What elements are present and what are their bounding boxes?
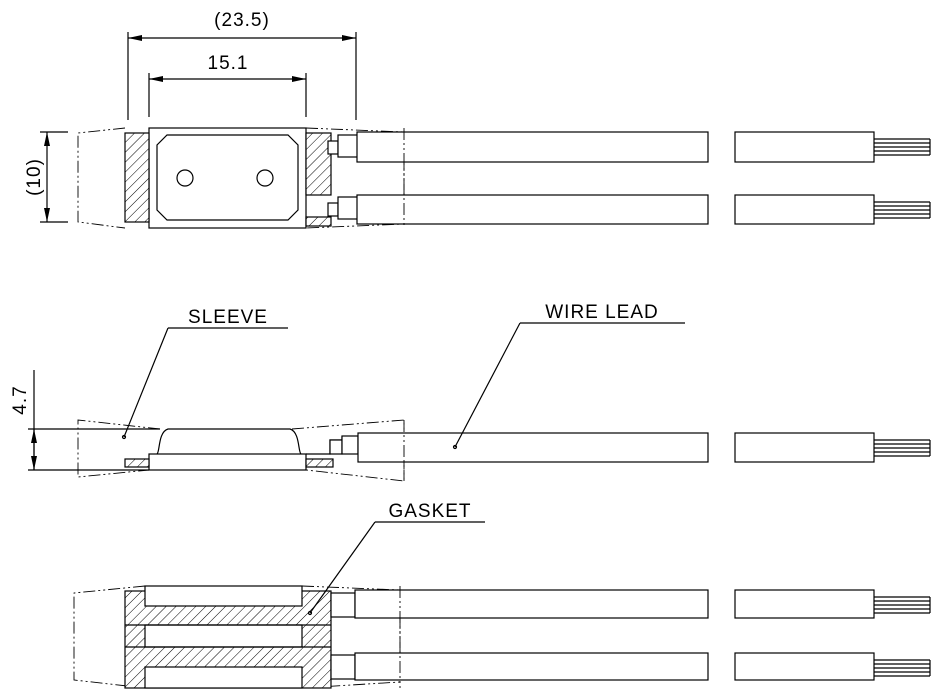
wire-lead-section-lower: [354, 652, 709, 681]
wire-lead-section-upper: [354, 589, 709, 619]
sleeve-label: SLEEVE: [188, 307, 268, 328]
sleeve-callout: SLEEVE: [121, 307, 288, 440]
wire-lead-label: WIRE LEAD: [545, 302, 659, 323]
thermostat-body: [148, 127, 307, 229]
top-view: (23.5) 15.1 (10): [24, 10, 931, 229]
sleeve-hatch: [124, 132, 150, 223]
dimension-overall-length: (23.5): [127, 10, 357, 120]
wire-lead-upper: [327, 131, 931, 163]
dimension-body-length: 15.1: [148, 53, 307, 117]
gasket-callout: GASKET: [307, 501, 485, 616]
wire-lead-callout: WIRE LEAD: [452, 302, 685, 450]
side-view: 4.7 SLEEVE WIRE LEAD: [10, 302, 931, 482]
section-view: GASKET: [73, 501, 931, 689]
wire-lead-lower: [327, 194, 931, 225]
gasket-label: GASKET: [388, 501, 471, 522]
dimension-text: 4.7: [10, 385, 31, 414]
dimension-height: 4.7: [10, 370, 160, 471]
dimension-text: (10): [24, 158, 45, 196]
dimension-text: (23.5): [214, 10, 270, 31]
dimension-text: 15.1: [208, 53, 249, 74]
dimension-width: (10): [24, 131, 68, 223]
wire-lead-side: [357, 432, 709, 463]
